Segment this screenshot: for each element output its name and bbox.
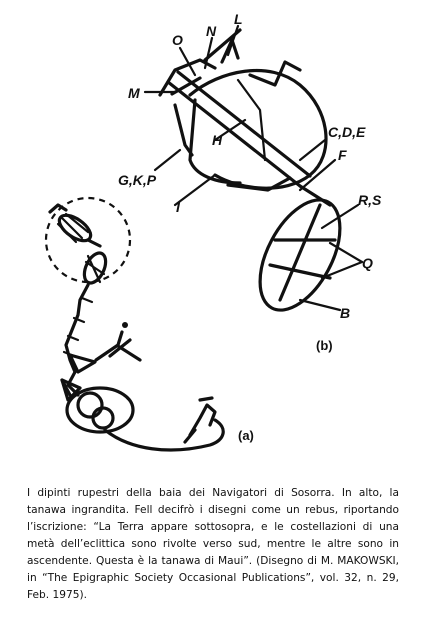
label-q: Q (362, 255, 373, 271)
tanawa-body-inner (188, 98, 242, 185)
beetle-leg (86, 238, 102, 248)
rock-painting-figure: O N L M H C,D,E F G,K,P I R,S Q B (b) (a… (44, 11, 382, 452)
tanawa-lower-edge (173, 103, 194, 157)
leader-l (226, 24, 240, 57)
spiral-tail (103, 418, 225, 452)
spiral-ring-2 (91, 406, 115, 430)
ellipse-lower (258, 198, 342, 312)
dot-head (122, 322, 128, 328)
beetle-head (48, 203, 68, 214)
tanawa-band-3 (170, 76, 202, 96)
leader-rs (320, 203, 360, 230)
small-ellipse (82, 251, 108, 285)
leader-f (298, 158, 337, 192)
ellipse-chord-2 (268, 263, 332, 280)
leader-n (203, 36, 214, 70)
leader-cde (298, 138, 327, 162)
label-rs: R,S (358, 192, 382, 208)
leader-o (178, 46, 197, 77)
spiral-line-left (60, 378, 72, 397)
leader-q2 (320, 260, 364, 280)
tanawa-frame-right (248, 60, 302, 87)
line-drawing: O N L M H C,D,E F G,K,P I R,S Q B (b) (a… (44, 11, 382, 452)
tanawa-band-1 (166, 80, 302, 188)
label-m: M (128, 85, 140, 101)
label-b: B (340, 305, 350, 321)
label-l: L (234, 11, 243, 27)
flag-1 (68, 353, 97, 374)
leader-q1 (328, 241, 364, 264)
label-o: O (172, 32, 183, 48)
winding-line (64, 283, 90, 397)
label-n: N (206, 23, 217, 39)
tanawa-stem (220, 38, 240, 64)
ellipse-axis (278, 203, 322, 302)
tanawa-h-line (213, 118, 247, 142)
label-panel-b: (b) (316, 338, 333, 353)
label-panel-a: (a) (238, 428, 254, 443)
label-f: F (338, 147, 347, 163)
spiral-outer (65, 386, 135, 434)
label-gkp: G,K,P (118, 172, 157, 188)
dashed-circle (44, 196, 132, 284)
tanawa-frame-left (158, 58, 217, 97)
tick-marks (62, 296, 94, 358)
label-h: H (212, 132, 223, 148)
beetle-stripes (56, 212, 90, 244)
spiral-ring-1 (76, 391, 104, 419)
label-i: I (176, 199, 181, 215)
label-cde: C,D,E (328, 124, 366, 140)
tanawa-base-bar (226, 176, 292, 192)
flag-2 (60, 378, 82, 402)
tanawa-band-2 (176, 70, 312, 178)
small-figure (183, 396, 217, 444)
leader-gkp (153, 148, 182, 172)
stick-figure (94, 330, 142, 362)
leader-b (298, 298, 342, 312)
figure-caption: I dipinti rupestri della baia dei Naviga… (27, 487, 399, 601)
small-ellipse-axis (84, 254, 106, 284)
tanawa-inner-edge (236, 78, 267, 162)
leader-i (173, 173, 217, 207)
